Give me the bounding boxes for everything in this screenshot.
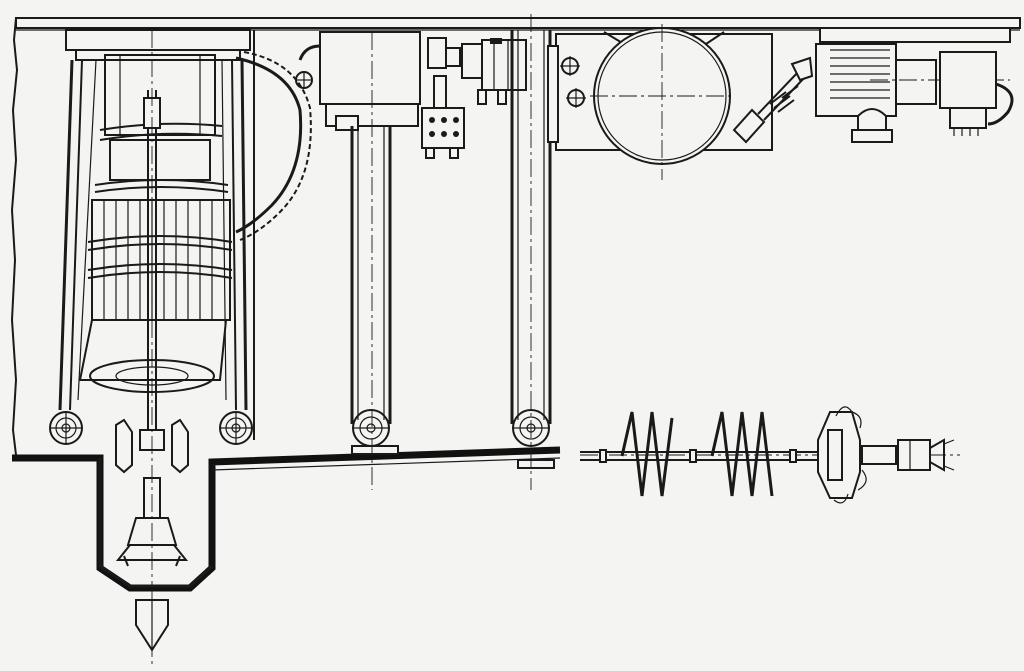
coupling-assembly	[421, 37, 527, 159]
drill-bit	[115, 30, 189, 665]
spring-nozzle	[732, 56, 814, 144]
belt-1	[350, 126, 392, 447]
motor-unit-right	[815, 27, 1014, 143]
motor-gearbox	[295, 31, 421, 490]
right-wheel	[219, 411, 253, 445]
flexible-cable	[235, 44, 321, 241]
cage-bars	[87, 199, 233, 321]
floor-pit	[12, 445, 561, 592]
drum-carriage	[49, 29, 253, 474]
screw-conveyor	[580, 406, 960, 504]
left-wall	[10, 17, 19, 456]
belt-2	[510, 14, 552, 490]
wheel-housing	[547, 24, 773, 180]
left-wheel	[49, 411, 83, 445]
